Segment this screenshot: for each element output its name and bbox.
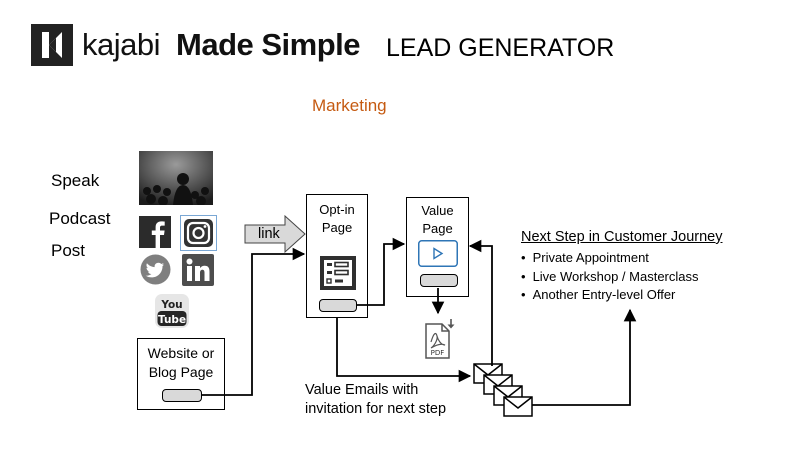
brand-tagline: Made Simple	[176, 27, 361, 62]
website-label-line2: Blog Page	[148, 364, 214, 380]
page-title: LEAD GENERATOR	[386, 34, 615, 62]
linkedin-icon	[182, 254, 214, 286]
website-cta-button[interactable]	[162, 389, 202, 402]
pdf-download-icon: PDF	[424, 318, 458, 360]
channel-post: Post	[51, 241, 86, 260]
svg-text:You: You	[160, 299, 182, 311]
value-cta-button[interactable]	[420, 274, 458, 287]
optin-submit-button[interactable]	[319, 299, 357, 312]
journey-item: Private Appointment	[521, 249, 699, 268]
youtube-icon: You Tube	[154, 293, 190, 329]
emails-text-line1: Value Emails with	[305, 382, 419, 398]
speaker-photo	[139, 151, 213, 206]
emails-text-line2: invitation for next step	[305, 401, 447, 417]
optin-label-line2: Page	[321, 220, 353, 235]
instagram-icon	[180, 215, 217, 251]
video-play-icon[interactable]	[418, 240, 458, 267]
journey-list: Private Appointment Live Workshop / Mast…	[521, 249, 699, 305]
section-label: Marketing	[312, 96, 387, 115]
twitter-icon	[140, 254, 171, 285]
value-label-line1: Value	[421, 203, 454, 218]
facebook-icon	[139, 216, 171, 248]
brand-name: kajabi	[82, 27, 161, 62]
journey-item: Live Workshop / Masterclass	[521, 268, 699, 287]
email-stack-icon	[472, 362, 537, 420]
pdf-label: PDF	[431, 349, 445, 357]
channel-podcast: Podcast	[49, 209, 111, 228]
svg-text:Tube: Tube	[158, 314, 186, 326]
website-label-line1: Website or	[147, 345, 215, 361]
link-label: link	[258, 226, 280, 242]
emails-description: Value Emails with invitation for next st…	[305, 381, 446, 419]
optin-label-line1: Opt-in	[319, 202, 355, 217]
journey-title: Next Step in Customer Journey	[521, 229, 723, 245]
kajabi-logo-icon	[31, 24, 73, 66]
value-label-line2: Page	[422, 221, 453, 236]
link-arrow	[244, 214, 306, 254]
journey-item: Another Entry-level Offer	[521, 286, 699, 305]
channel-speak: Speak	[51, 171, 100, 190]
form-icon	[319, 255, 357, 291]
